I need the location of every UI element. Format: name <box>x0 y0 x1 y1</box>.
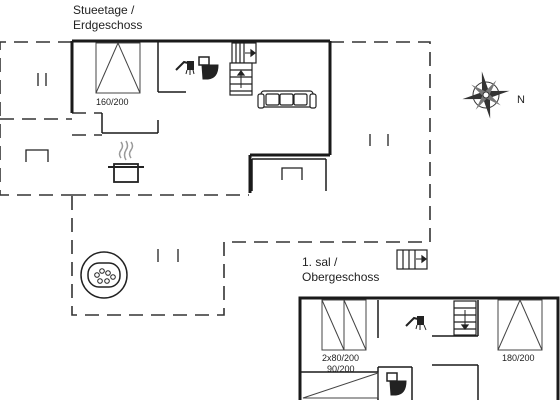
upper-stairs-icon <box>453 300 477 336</box>
dashed-outline-right-terrace <box>71 41 431 316</box>
upper-twin-bed-label: 2x80/200 <box>322 353 360 363</box>
window-marks <box>37 73 389 262</box>
compass-north-label: N <box>517 94 525 106</box>
upper-floor-label-line1: 1. sal / <box>302 255 338 269</box>
stairs-ground-icon <box>229 42 257 96</box>
ground-floor-walls <box>70 39 332 193</box>
ground-floor-label-line1: Stueetage / <box>73 3 135 17</box>
dashed-outline-left <box>0 41 102 196</box>
upper-floor-walls <box>298 296 560 400</box>
stairs-upper-marker-icon <box>396 249 428 270</box>
table-marks <box>25 149 303 180</box>
sofa-icon <box>257 90 317 109</box>
upper-double-bed-label: 180/200 <box>502 353 535 363</box>
compass-rose-icon <box>462 71 510 119</box>
upper-single-bed-icon <box>302 372 379 399</box>
upper-single-bed-label: 90/200 <box>327 364 355 374</box>
cooking-pot-icon <box>108 140 144 183</box>
upper-shower-icon <box>405 316 427 331</box>
upper-double-bed-icon <box>497 299 543 351</box>
ground-floor-inner-walls <box>101 42 327 191</box>
ground-bed-label: 160/200 <box>96 97 129 107</box>
upper-floor-label-line2: Obergeschoss <box>302 270 380 284</box>
shower-icon <box>175 60 195 75</box>
hot-tub-icon <box>80 251 128 299</box>
ground-floor-label-line2: Erdgeschoss <box>73 18 143 32</box>
upper-toilet-icon <box>386 372 407 396</box>
upper-twin-beds-icon <box>321 299 367 351</box>
toilet-icon <box>198 56 219 80</box>
ground-bed-icon <box>95 42 141 94</box>
